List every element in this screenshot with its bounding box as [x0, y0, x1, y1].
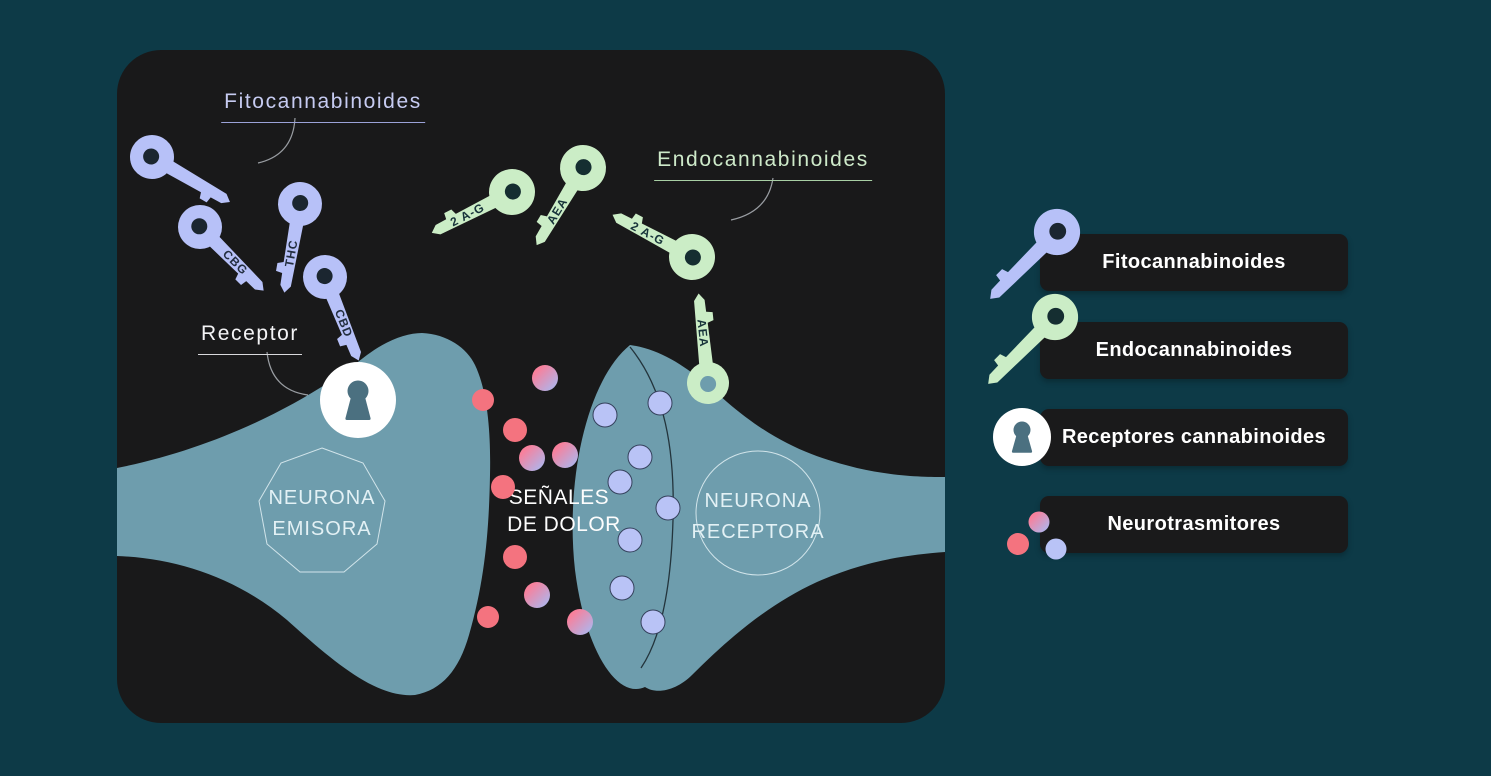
fitocannabinoides-label: Fitocannabinoides	[221, 90, 425, 123]
emitter-neuron-shape	[117, 333, 491, 696]
receiver-neurotransmitter-dots	[592, 390, 681, 635]
endocannabinoides-label: Endocannabinoides	[654, 148, 872, 181]
synapse-diagram: NEURONA EMISORA NEURONA RECEPTORA SEÑALE…	[117, 117, 945, 696]
receiver-mouth-arc	[629, 346, 674, 669]
cleft-neurotransmitter-dots	[472, 365, 593, 635]
legend-label-fitocannabinoides: Fitocannabinoides	[1102, 251, 1286, 273]
thc-key-icon: THC	[276, 182, 322, 293]
pain-signals-label-line2: DE DOLOR	[507, 513, 621, 536]
neurotransmitter-dots-icon	[1007, 511, 1067, 560]
2ag-key-icon: 2 A-G	[431, 169, 535, 235]
receiver-circle-outline	[695, 450, 821, 576]
receptor-keyhole-icon	[320, 362, 396, 438]
2ag-key-icon: 2 A-G	[612, 213, 715, 280]
legend-label-endocannabinoides: Endocannabinoides	[1095, 339, 1293, 361]
cbd-key-label: CBD	[332, 307, 356, 339]
legend-label-neurotrasmitores: Neurotrasmitores	[1107, 513, 1281, 535]
receptor-label: Receptor	[197, 322, 303, 355]
receptor-connector-line	[266, 351, 309, 396]
legend-item-endocannabinoides: Endocannabinoides	[1040, 322, 1348, 379]
2ag-key-label: 2 A-G	[628, 219, 667, 249]
emitter-neuron-label-line2: EMISORA	[272, 518, 371, 540]
emitter-octagon-outline	[258, 447, 386, 573]
2ag-key-label: 2 A-G	[448, 200, 487, 229]
receiver-neuron-label-line1: NEURONA	[704, 490, 811, 512]
aea-key-label: AEA	[694, 318, 711, 348]
cbg-key-icon: CBG	[178, 205, 264, 291]
thc-key-label: THC	[282, 238, 301, 268]
pain-signals-label-line1: SEÑALES	[509, 485, 609, 509]
emitter-neuron-label-line1: NEURONA	[268, 487, 375, 509]
phytocannabinoid-key-icon	[990, 208, 1081, 299]
aea-key-plugged-icon: AEA	[687, 293, 729, 404]
cannabinoid-receptor-keyhole-icon	[993, 408, 1051, 466]
endocannabinoid-key-icon	[988, 293, 1079, 384]
fito-connector-line	[257, 117, 296, 164]
legend-item-neurotrasmitores: Neurotrasmitores	[1040, 496, 1348, 553]
phytocannabinoid-key-icon	[130, 135, 230, 204]
receiver-neuron-shape	[572, 345, 945, 691]
endo-connector-line	[730, 177, 774, 221]
legend-label-receptores: Receptores cannabinoides	[1061, 426, 1327, 448]
synapse-diagram-panel: NEURONA EMISORA NEURONA RECEPTORA SEÑALE…	[117, 50, 945, 723]
legend-item-receptores: Receptores cannabinoides	[1040, 409, 1348, 466]
legend-item-fitocannabinoides: Fitocannabinoides	[1040, 234, 1348, 291]
cbd-key-icon: CBD	[303, 255, 362, 361]
receiver-neuron-label-line2: RECEPTORA	[691, 521, 824, 543]
